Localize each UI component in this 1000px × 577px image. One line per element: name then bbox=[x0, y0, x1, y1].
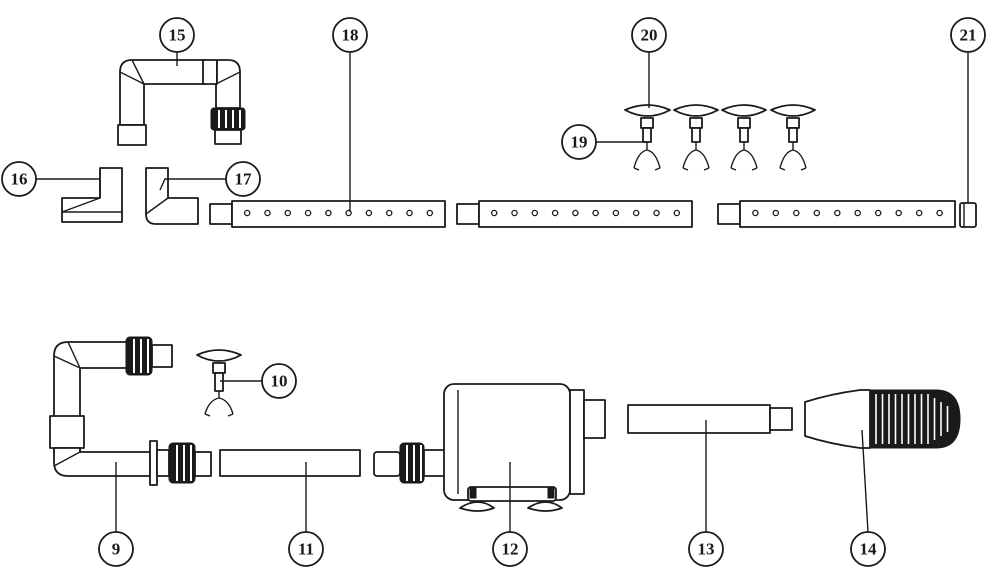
callout-19: 19 bbox=[561, 124, 597, 160]
spray-hole bbox=[243, 209, 251, 217]
spray-hole bbox=[304, 209, 312, 217]
callout-13: 13 bbox=[688, 531, 724, 567]
spray-hole bbox=[632, 209, 640, 217]
spray-hole bbox=[264, 209, 271, 217]
suction-clip-2 bbox=[673, 104, 719, 171]
callout-17: 17 bbox=[225, 161, 261, 197]
spray-hole bbox=[490, 209, 498, 217]
spray-hole bbox=[325, 209, 332, 217]
callout-21-label: 21 bbox=[960, 26, 977, 45]
part-17-elbow bbox=[145, 167, 199, 225]
callout-18-label: 18 bbox=[342, 26, 359, 45]
part-16-flat-elbow bbox=[61, 167, 123, 223]
part-12-pump bbox=[373, 383, 606, 512]
spray-hole bbox=[551, 209, 559, 217]
part-14-intake-strainer bbox=[804, 389, 961, 449]
spray-hole bbox=[511, 209, 518, 217]
part-13-intake-tube bbox=[627, 404, 793, 434]
spray-hole bbox=[572, 209, 579, 217]
part-18-spray-bars bbox=[209, 200, 956, 228]
spray-hole bbox=[284, 209, 292, 217]
callout-14-label: 14 bbox=[860, 540, 878, 559]
spray-hole bbox=[874, 209, 882, 217]
callout-11: 11 bbox=[288, 531, 324, 567]
spray-holes bbox=[243, 209, 943, 217]
callout-10-label: 10 bbox=[271, 372, 288, 391]
callout-16: 16 bbox=[1, 161, 37, 197]
callout-10: 10 bbox=[261, 363, 297, 399]
spray-hole bbox=[592, 209, 599, 217]
leader-lines bbox=[36, 52, 969, 533]
spray-hole bbox=[365, 209, 373, 217]
callout-15-label: 15 bbox=[169, 26, 186, 45]
callout-9: 9 bbox=[98, 531, 134, 567]
callout-21: 21 bbox=[950, 17, 986, 53]
part-15-outlet-u-pipe bbox=[117, 59, 246, 146]
part-19-20-suction-cup-clips bbox=[624, 104, 816, 171]
spray-hole bbox=[406, 209, 413, 217]
spray-hole bbox=[813, 209, 821, 217]
callout-19-label: 19 bbox=[571, 133, 588, 152]
callout-16-label: 16 bbox=[11, 170, 28, 189]
spray-hole bbox=[772, 209, 780, 217]
spray-hole bbox=[385, 209, 393, 217]
spray-hole bbox=[752, 209, 759, 217]
callout-12-label: 12 bbox=[502, 540, 519, 559]
callout-9-label: 9 bbox=[112, 540, 121, 559]
part-21-end-cap bbox=[959, 202, 977, 228]
callout-14: 14 bbox=[850, 531, 886, 567]
part-11-straight-tube bbox=[219, 449, 361, 477]
spray-hole bbox=[531, 209, 539, 217]
spray-hole bbox=[612, 209, 620, 217]
callout-18: 18 bbox=[332, 17, 368, 53]
spray-hole bbox=[936, 209, 943, 217]
callout-20-label: 20 bbox=[641, 26, 658, 45]
callout-13-label: 13 bbox=[698, 540, 715, 559]
callout-15: 15 bbox=[159, 17, 195, 53]
part-10-suction-clip bbox=[196, 349, 242, 417]
suction-clip-3 bbox=[721, 104, 767, 171]
spray-hole bbox=[854, 209, 861, 217]
spray-hole bbox=[834, 209, 841, 217]
callout-17-label: 17 bbox=[235, 170, 253, 189]
suction-clip-1 bbox=[624, 104, 671, 171]
spray-hole bbox=[895, 209, 902, 217]
spray-hole bbox=[653, 209, 660, 217]
strainer-slots bbox=[875, 394, 949, 444]
callout-11-label: 11 bbox=[298, 540, 314, 559]
part-9-return-pipe bbox=[49, 336, 212, 486]
callout-20: 20 bbox=[631, 17, 667, 53]
suction-clip-4 bbox=[770, 104, 816, 171]
spray-hole bbox=[426, 209, 434, 217]
spray-hole bbox=[915, 209, 923, 217]
spray-hole bbox=[793, 209, 800, 217]
spray-hole bbox=[673, 209, 681, 217]
callout-12: 12 bbox=[492, 531, 528, 567]
